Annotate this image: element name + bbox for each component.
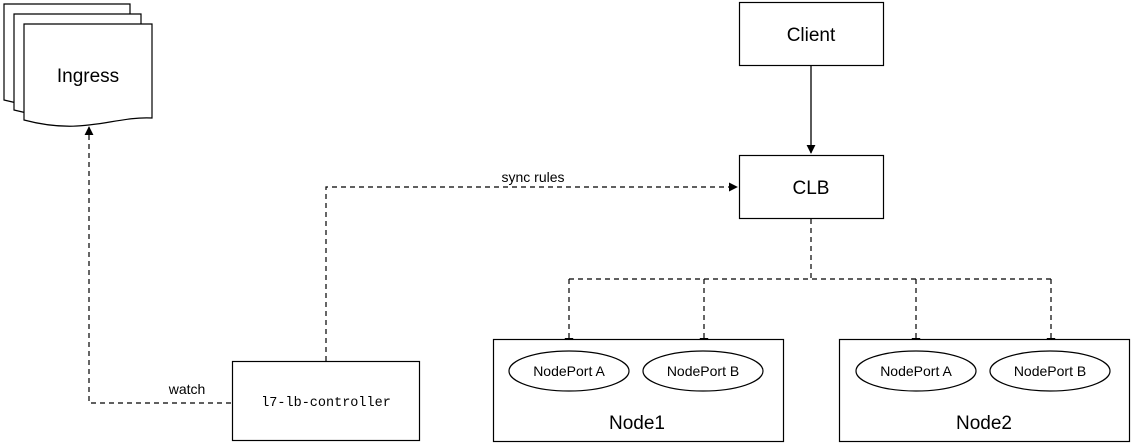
clb-box xyxy=(738,154,885,220)
node1-port-b-label: NodePort B xyxy=(667,363,739,379)
controller-box xyxy=(231,360,421,442)
node2: NodePort A NodePort B Node2 xyxy=(838,338,1131,443)
sync-rules-label: sync rules xyxy=(501,169,564,185)
watch-label: watch xyxy=(168,381,206,397)
watch-line xyxy=(84,126,231,404)
ingress-document-stack: Ingress xyxy=(3,3,153,127)
client-label: Client xyxy=(787,25,836,46)
client-box xyxy=(738,1,885,67)
clb-node: CLB xyxy=(738,154,885,220)
client-node: Client xyxy=(738,1,885,67)
node2-port-b-ellipse xyxy=(989,350,1111,392)
node2-port-a-label: NodePort A xyxy=(880,363,952,379)
sync-rules-edge xyxy=(325,182,738,361)
node1: NodePort A NodePort B Node1 xyxy=(492,338,785,443)
sync-rules-line xyxy=(325,182,738,361)
clb-distribution-lines xyxy=(564,219,1056,347)
node1-port-a-label: NodePort A xyxy=(533,363,605,379)
node2-port-b-label: NodePort B xyxy=(1014,363,1086,379)
watch-edge xyxy=(84,126,231,404)
ingress-doc-front xyxy=(23,23,153,127)
clb-label: CLB xyxy=(793,178,830,199)
controller-label: l7-lb-controller xyxy=(261,396,391,411)
node1-port-b-ellipse xyxy=(642,350,764,392)
node2-port-a-ellipse xyxy=(855,350,977,392)
controller-node: l7-lb-controller xyxy=(231,360,421,442)
ingress-label: Ingress xyxy=(57,66,119,87)
node1-label: Node1 xyxy=(609,413,665,434)
node1-port-a-ellipse xyxy=(508,350,630,392)
node2-label: Node2 xyxy=(956,413,1012,434)
